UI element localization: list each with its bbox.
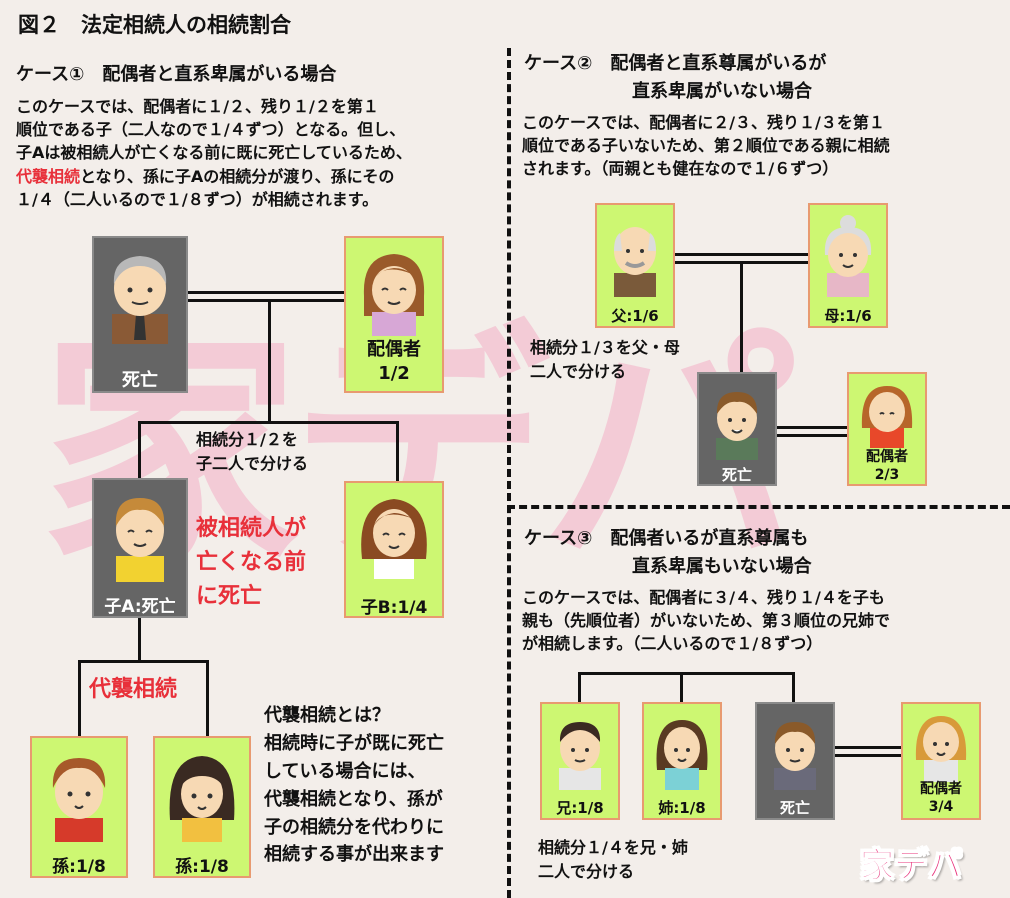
- grandchild1-card: 孫:1/8: [30, 736, 128, 878]
- marriage-line: [675, 253, 808, 256]
- connector-line: [268, 301, 271, 423]
- woman-icon: [352, 489, 436, 579]
- father-card: 父:1/6: [595, 203, 675, 328]
- sister-card: 姉:1/8: [642, 702, 722, 820]
- case3-title: ケース③ 配偶者いるが直系尊属も 直系卑属もいない場合: [524, 525, 812, 581]
- woman-icon: [647, 710, 717, 790]
- boy-icon: [37, 746, 121, 842]
- case3-description: このケースでは、配偶者に３/４、残り１/４を子も 親も（先順位者）がいないため、…: [522, 586, 890, 656]
- connector-line: [206, 660, 209, 736]
- man-icon: [98, 486, 182, 582]
- case2-deceased-card: 死亡: [697, 372, 777, 486]
- case1-split-note: 相続分１/２を 子二人で分ける: [196, 428, 308, 476]
- marriage-line: [188, 291, 344, 294]
- figure-title: 図２ 法定相続人の相続割合: [18, 10, 291, 40]
- connector-line: [138, 421, 398, 424]
- case3-deceased-card: 死亡: [755, 702, 835, 820]
- vertical-divider: [507, 48, 511, 898]
- case2-title: ケース② 配偶者と直系尊属がいるが 直系卑属がいない場合: [524, 50, 826, 106]
- case2-split-note: 相続分１/３を父・母 二人で分ける: [530, 336, 680, 384]
- marriage-line: [835, 754, 901, 757]
- representation-explanation: 代襲相続とは？ 相続時に子が既に死亡 している場合には、 代襲相続となり、孫が …: [264, 702, 444, 869]
- girl-icon: [160, 746, 244, 842]
- marriage-line: [777, 434, 847, 437]
- case3-split-note: 相続分１/４を兄・姉 二人で分ける: [538, 836, 688, 884]
- grandfather-icon: [600, 211, 670, 297]
- grandmother-icon: [813, 211, 883, 297]
- man-icon: [702, 380, 772, 460]
- horizontal-divider: [507, 505, 1010, 509]
- childB-card: 子B:1/4: [344, 481, 444, 618]
- case3-spouse-card: 配偶者 3/4: [901, 702, 981, 820]
- connector-line: [680, 672, 683, 702]
- connector-line: [578, 672, 581, 702]
- case2-spouse-card: 配偶者 2/3: [847, 372, 927, 486]
- connector-line: [138, 421, 141, 478]
- case1-title: ケース① 配偶者と直系卑属がいる場合: [16, 62, 336, 88]
- connector-line: [792, 672, 795, 702]
- childA-card: 子A:死亡: [92, 478, 188, 618]
- case1-highlight: 代襲相続: [16, 167, 80, 186]
- woman-icon: [352, 246, 436, 336]
- grandchild2-card: 孫:1/8: [153, 736, 251, 878]
- representation-label: 代襲相続: [85, 674, 181, 706]
- connector-line: [78, 660, 208, 663]
- marriage-line: [188, 299, 344, 302]
- predeceased-note: 被相続人が 亡くなる前 に死亡: [196, 512, 306, 614]
- spouse-card: 配偶者 1/2: [344, 236, 444, 393]
- case1-description: このケースでは、配偶者に１/２、残り１/２を第１ 順位である子（二人なので１/４…: [16, 95, 496, 211]
- deceased-card: 死亡: [92, 236, 188, 393]
- brand-logo: 家デパ: [860, 838, 962, 887]
- woman-icon: [906, 708, 976, 782]
- mother-card: 母:1/6: [808, 203, 888, 328]
- case2-description: このケースでは、配偶者に２/３、残り１/３を第１ 順位である子いないため、第２順…: [522, 111, 890, 181]
- man-icon: [760, 710, 830, 790]
- connector-line: [396, 421, 399, 481]
- connector-line: [78, 660, 81, 736]
- elderly-man-icon: [98, 244, 182, 344]
- connector-line: [740, 262, 743, 372]
- connector-line: [138, 618, 141, 662]
- woman-icon: [852, 378, 922, 448]
- marriage-line: [835, 746, 901, 749]
- brother-card: 兄:1/8: [540, 702, 620, 820]
- connector-line: [578, 672, 794, 675]
- man-icon: [545, 710, 615, 790]
- marriage-line: [777, 426, 847, 429]
